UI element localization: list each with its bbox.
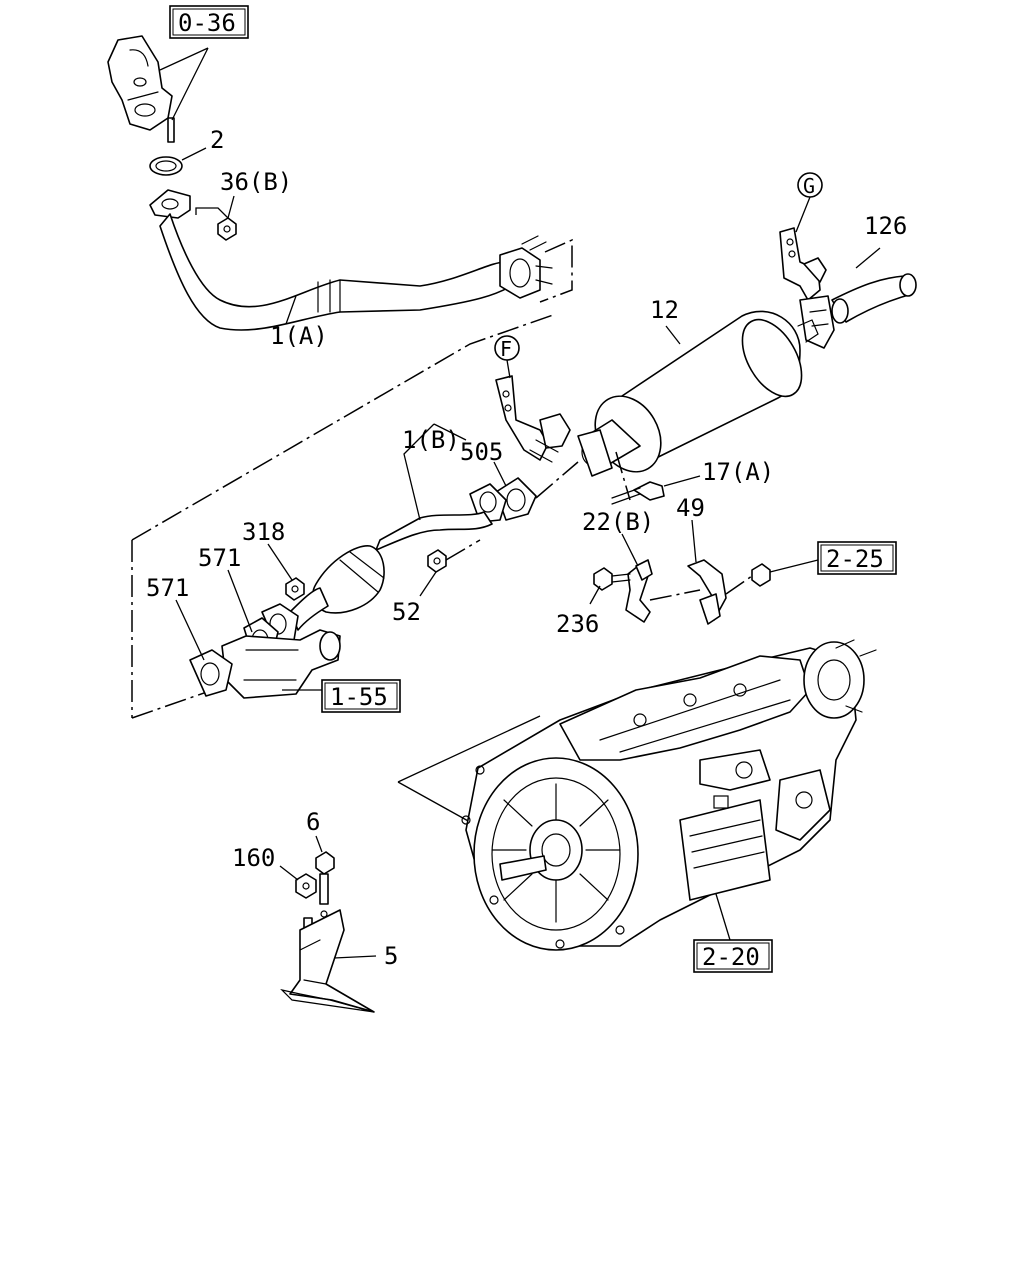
leader-318 bbox=[267, 543, 293, 581]
ref-box-2-20 bbox=[693, 939, 773, 973]
leader-6 bbox=[315, 835, 323, 853]
label-part-571b: 571 bbox=[146, 574, 189, 602]
leader-36b-bracket bbox=[195, 207, 229, 219]
leader-17a bbox=[663, 475, 701, 487]
hanger-bracket-g bbox=[779, 227, 835, 349]
label-part-36b: 36(B) bbox=[220, 168, 292, 196]
gasket-505 bbox=[495, 477, 537, 521]
nut-52 bbox=[427, 549, 447, 573]
ref-box-1-55 bbox=[321, 679, 401, 713]
leader-52 bbox=[419, 571, 437, 597]
gasket-571-outer bbox=[189, 649, 233, 697]
label-part-318: 318 bbox=[242, 518, 285, 546]
leader-1a bbox=[285, 295, 297, 325]
leader-22b bbox=[621, 533, 639, 567]
label-part-505: 505 bbox=[460, 438, 503, 466]
label-part-1a: 1(A) bbox=[270, 322, 328, 350]
leader-571b bbox=[175, 599, 205, 661]
leader-236 bbox=[589, 585, 601, 605]
label-part-6: 6 bbox=[306, 808, 320, 836]
transmission-assembly bbox=[461, 639, 877, 951]
ref-label-1-55: 1-55 bbox=[330, 683, 388, 711]
label-part-571a: 571 bbox=[198, 544, 241, 572]
ref-box-2-25 bbox=[817, 541, 897, 575]
dash-clamp-bolt bbox=[725, 575, 753, 595]
muffler-12 bbox=[577, 310, 819, 477]
bolt-236 bbox=[593, 567, 631, 591]
exhaust-manifold-outlet bbox=[107, 35, 175, 143]
bolt-6 bbox=[315, 851, 335, 905]
label-part-22b: 22(B) bbox=[582, 508, 654, 536]
label-circle-g: G bbox=[803, 174, 815, 198]
label-part-12: 12 bbox=[650, 296, 679, 324]
y-pipe-assembly bbox=[221, 629, 341, 699]
label-part-2: 2 bbox=[210, 126, 224, 154]
nut-36b bbox=[217, 217, 237, 241]
nut-318 bbox=[285, 577, 305, 601]
dash-outline-top bbox=[131, 313, 557, 541]
label-part-236: 236 bbox=[556, 610, 599, 638]
clamp-22b bbox=[625, 559, 653, 623]
leader-0-36 bbox=[159, 47, 209, 121]
clamp-49 bbox=[687, 559, 727, 625]
label-circle-f: F bbox=[500, 337, 512, 361]
leader-505 bbox=[493, 461, 507, 487]
label-part-5: 5 bbox=[384, 942, 398, 970]
label-part-126: 126 bbox=[864, 212, 907, 240]
tail-pipe-126 bbox=[831, 273, 917, 324]
leader-2-20 bbox=[715, 893, 731, 941]
gasket-ring-2 bbox=[149, 156, 183, 176]
leader-2 bbox=[181, 147, 207, 161]
leader-126 bbox=[855, 247, 881, 269]
label-part-1b: 1(B) bbox=[402, 426, 460, 454]
leader-36b bbox=[227, 195, 235, 219]
leader-160 bbox=[279, 865, 299, 881]
leader-2-25 bbox=[769, 559, 819, 573]
front-pipe-1b-with-converter bbox=[261, 483, 507, 645]
ref-label-2-25: 2-25 bbox=[826, 545, 884, 573]
leader-5 bbox=[333, 955, 377, 959]
ref-box-0-36 bbox=[169, 5, 249, 39]
dash-clamps bbox=[649, 589, 701, 601]
bracket-5 bbox=[280, 909, 375, 1013]
bolt-clamp-49 bbox=[751, 563, 771, 587]
leader-49 bbox=[691, 519, 697, 563]
ref-label-2-20: 2-20 bbox=[702, 943, 760, 971]
label-part-52: 52 bbox=[392, 598, 421, 626]
leader-12 bbox=[665, 325, 681, 345]
dash-nut-52 bbox=[445, 539, 481, 561]
bolt-17a bbox=[611, 481, 665, 505]
leader-g bbox=[795, 196, 811, 233]
dash-gasket-muffler bbox=[535, 461, 579, 499]
leader-1b bbox=[403, 423, 435, 521]
leader-571a bbox=[227, 569, 253, 633]
ref-label-0-36: 0-36 bbox=[178, 9, 236, 37]
leader-f bbox=[506, 359, 511, 379]
hanger-bracket-f bbox=[495, 375, 571, 463]
label-part-17a: 17(A) bbox=[702, 458, 774, 486]
leader-1b-right bbox=[433, 423, 467, 441]
leader-transmission bbox=[397, 715, 541, 823]
label-part-49: 49 bbox=[676, 494, 705, 522]
front-pipe-1a bbox=[149, 189, 573, 331]
label-part-160: 160 bbox=[232, 844, 275, 872]
dash-muffler-bolt bbox=[615, 451, 631, 501]
